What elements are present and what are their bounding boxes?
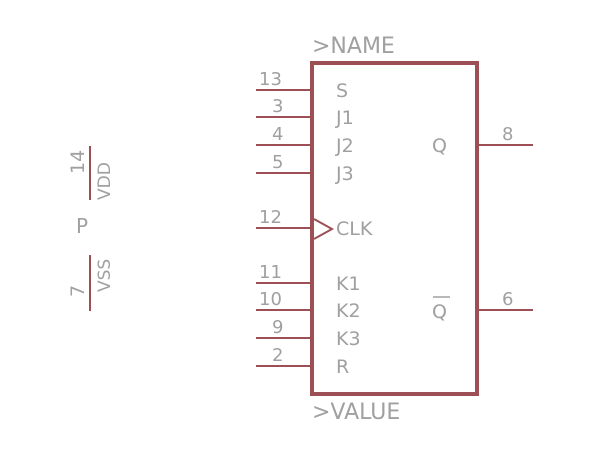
- pin-k1-label: K1: [336, 273, 361, 295]
- pin-q: 8 Q: [432, 124, 533, 157]
- pin-k2-label: K2: [336, 300, 361, 322]
- pin-q-number: 8: [502, 124, 513, 145]
- name-label: >NAME: [312, 34, 395, 59]
- pin-q-bar-number: 6: [502, 289, 513, 310]
- vdd-pin-label: VDD: [95, 162, 115, 200]
- pin-r: 2 R: [256, 345, 349, 378]
- pin-j3-number: 5: [272, 152, 283, 173]
- pin-j3-label: J3: [335, 163, 354, 185]
- pin-q-label: Q: [432, 135, 447, 157]
- ic-symbol: >NAME >VALUE 13 S 3 J1 4 J2 5 J3 12 CL: [256, 34, 533, 425]
- pin-clk-number: 12: [259, 207, 282, 228]
- pin-q-bar: 6 Q: [432, 289, 533, 323]
- pin-k3-number: 9: [272, 317, 283, 338]
- pin-s-number: 13: [259, 69, 282, 90]
- vdd-pin-number: 14: [67, 150, 89, 174]
- pin-j3: 5 J3: [256, 152, 354, 185]
- pin-r-number: 2: [272, 345, 283, 366]
- pin-clk-label: CLK: [336, 218, 373, 240]
- power-symbol: 14 VDD P 7 VSS: [67, 146, 115, 311]
- pin-s: 13 S: [256, 69, 348, 102]
- pin-j2-label: J2: [335, 135, 354, 157]
- pin-k2: 10 K2: [256, 289, 361, 322]
- pin-j2-number: 4: [272, 124, 283, 145]
- clock-triangle-icon: [313, 218, 335, 240]
- pin-j2: 4 J2: [256, 124, 354, 157]
- pin-k3: 9 K3: [256, 317, 361, 350]
- pin-clk: 12 CLK: [256, 207, 373, 240]
- vss-pin-number: 7: [67, 285, 89, 297]
- pin-q-bar-label: Q: [432, 301, 447, 323]
- vss-pin-label: VSS: [95, 259, 115, 292]
- pin-j1: 3 J1: [256, 96, 354, 129]
- pin-j1-number: 3: [272, 96, 283, 117]
- pin-k2-number: 10: [259, 289, 282, 310]
- value-label: >VALUE: [312, 400, 400, 425]
- pin-k3-label: K3: [336, 328, 361, 350]
- pin-k1: 11 K1: [256, 262, 361, 295]
- power-gate-label: P: [76, 214, 88, 238]
- pin-k1-number: 11: [259, 262, 282, 283]
- pin-s-label: S: [336, 80, 348, 102]
- pin-r-label: R: [336, 356, 349, 378]
- pin-j1-label: J1: [335, 107, 354, 129]
